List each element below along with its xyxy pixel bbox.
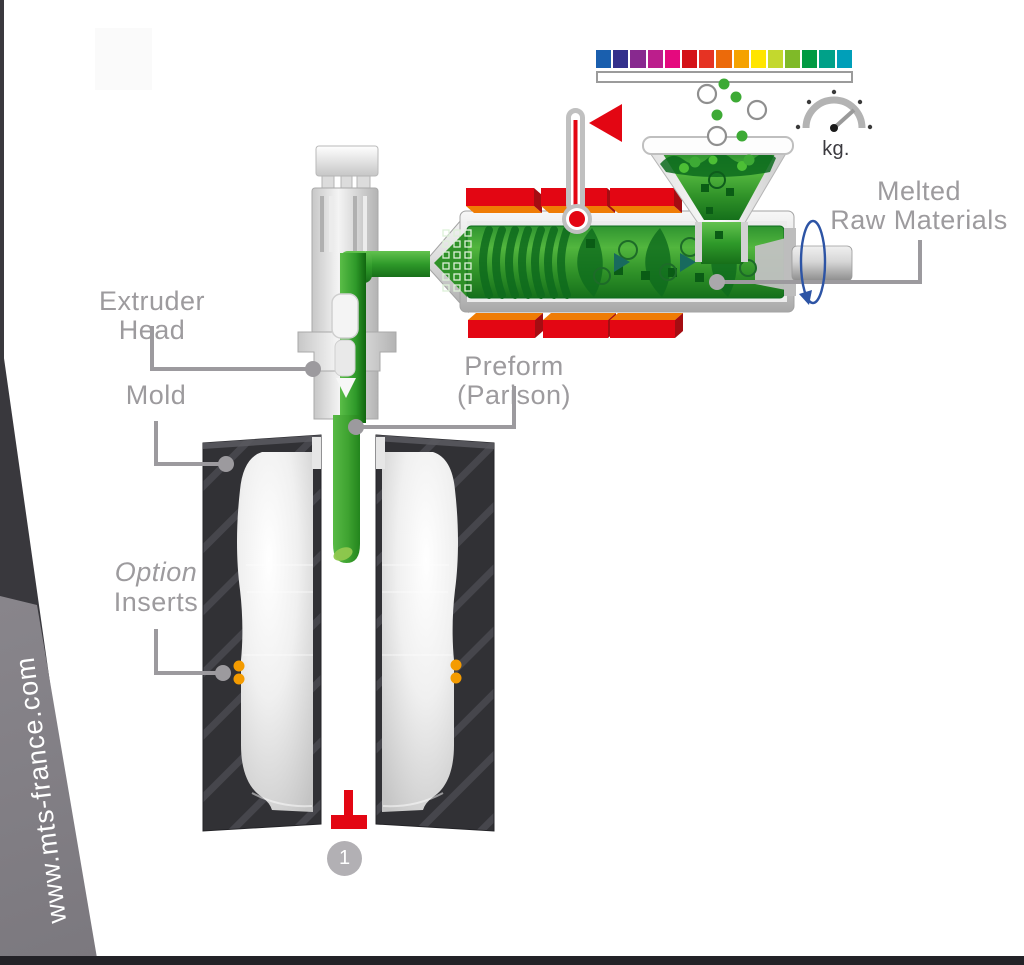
mold-right-half (375, 434, 495, 832)
blow-pin-icon (331, 790, 367, 829)
extruder-screw-flights (479, 226, 571, 299)
colorbar-swatch (699, 50, 715, 68)
melted-line2: Raw Materials (830, 205, 1008, 235)
melted-line1: Melted (876, 176, 962, 206)
kg-gauge-icon (795, 89, 873, 132)
die-mandrel (331, 293, 359, 339)
bottle-cavity-left (237, 452, 313, 812)
bottom-border (0, 956, 1024, 965)
leader-lines (150, 240, 922, 675)
breaker-plate-holes (442, 229, 472, 292)
faint-background-square (95, 28, 152, 90)
parison (333, 415, 360, 563)
colorbar-swatch (750, 50, 766, 68)
colorbar-swatch (767, 50, 784, 68)
colorbar-swatch (613, 50, 629, 68)
colorbar-swatch (596, 50, 612, 68)
colorbar-swatch (733, 50, 749, 68)
extruder-head (297, 145, 430, 423)
extruder-head-label: Extruder Head (98, 286, 206, 345)
colorbar-swatch (681, 50, 698, 68)
option-label: Option (114, 557, 198, 587)
colorbar-swatch (785, 50, 801, 68)
mold-label: Mold (125, 380, 187, 410)
kg-label: kg. (822, 138, 850, 160)
colorbar-swatch (819, 50, 835, 68)
step-number-badge: 1 (327, 841, 362, 876)
mold-left-half (202, 434, 322, 832)
preform-parison-label: Preform (Parison) (456, 351, 572, 410)
colorbar-swatch (647, 50, 663, 68)
raw-material-pellets (689, 78, 768, 168)
colorbar-swatch (836, 50, 852, 68)
melt-feed-pipe (366, 251, 430, 277)
colorbar-swatch (716, 50, 732, 68)
drive-shaft (784, 228, 853, 296)
melted-raw-materials-label: Melted Raw Materials (823, 177, 1015, 235)
screw-shank (755, 238, 786, 290)
thermometer-icon (562, 104, 622, 234)
shaft-rotation-icon (799, 219, 827, 305)
temperature-flag-icon (589, 104, 622, 142)
temperature-colorbar (596, 50, 852, 68)
hopper (642, 136, 794, 264)
colorbar-swatch (664, 50, 680, 68)
mold-insert-dots (233, 659, 462, 685)
bottle-cavity-right (382, 452, 458, 812)
leader-dots (215, 274, 725, 681)
colorbar-swatch (802, 50, 818, 68)
colorbar-swatch (630, 50, 646, 68)
inserts-label: Inserts (113, 587, 199, 617)
heater-bands-bottom (468, 313, 683, 338)
